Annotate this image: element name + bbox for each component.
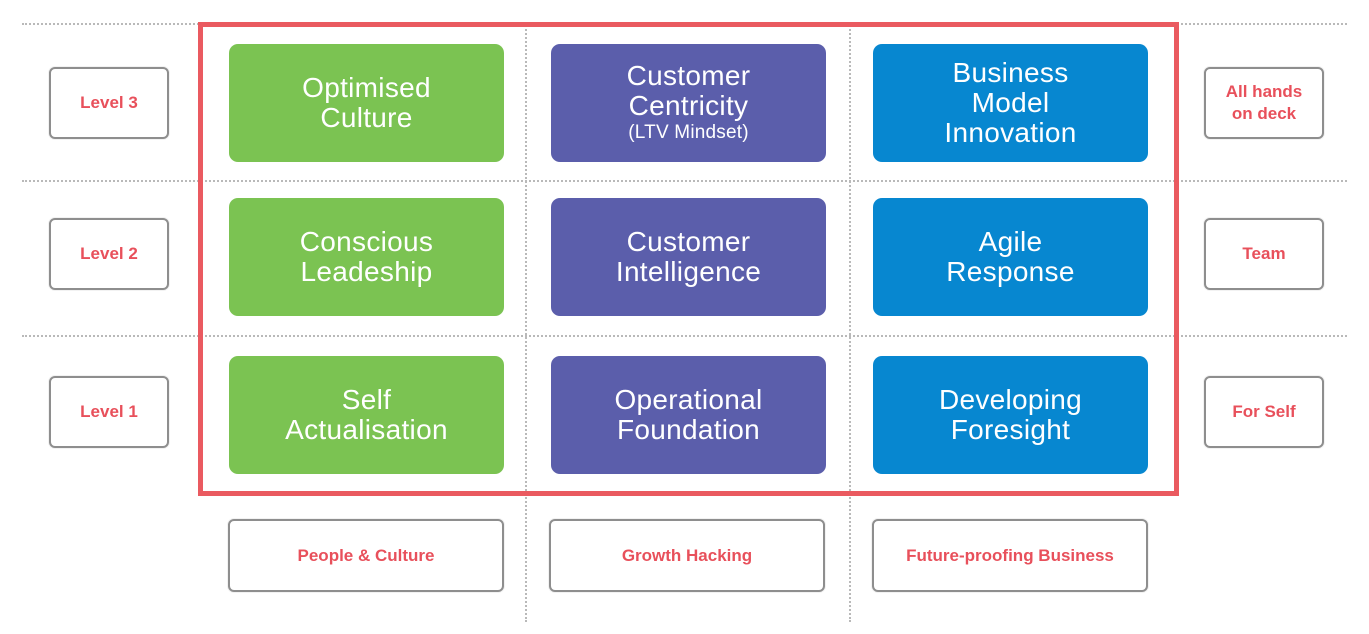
row-divider-2: [22, 335, 1347, 337]
tile-line: Conscious: [299, 226, 434, 257]
tile-operational-foundation: Operational Foundation: [551, 356, 826, 474]
tile-line: Customer: [626, 226, 751, 257]
audience-all-hands-label: All hands on deck: [1204, 67, 1324, 139]
tile-line: Foundation: [616, 414, 761, 445]
tile-line: Centricity: [628, 90, 749, 121]
pillar-future-proofing-label: Future-proofing Business: [872, 519, 1148, 592]
tile-subline: (LTV Mindset): [628, 122, 749, 143]
row-divider-1: [22, 180, 1347, 182]
column-divider-1: [525, 22, 527, 622]
tile-line: Model: [971, 87, 1050, 118]
tile-line: Self: [341, 384, 392, 415]
tile-line: Optimised: [302, 72, 431, 103]
tile-conscious-leadership: Conscious Leadeship: [229, 198, 504, 316]
column-divider-2: [849, 22, 851, 622]
tile-line: Business: [952, 57, 1069, 88]
level-2-label: Level 2: [49, 218, 169, 290]
tile-line: Leadeship: [300, 256, 433, 287]
tile-optimised-culture: Optimised Culture: [229, 44, 504, 162]
tile-line: Culture: [320, 102, 413, 133]
audience-team-label: Team: [1204, 218, 1324, 290]
tile-line: Actualisation: [285, 414, 448, 445]
pillar-growth-hacking-label: Growth Hacking: [549, 519, 825, 592]
level-3-label: Level 3: [49, 67, 169, 139]
matrix-highlight-frame: [198, 22, 1179, 496]
tile-self-actualisation: Self Actualisation: [229, 356, 504, 474]
tile-line: Foresight: [950, 414, 1071, 445]
tile-customer-intelligence: Customer Intelligence: [551, 198, 826, 316]
tile-line: Intelligence: [615, 256, 762, 287]
tile-developing-foresight: Developing Foresight: [873, 356, 1148, 474]
tile-line: Innovation: [944, 117, 1077, 148]
tile-business-model-innovation: Business Model Innovation: [873, 44, 1148, 162]
tile-line: Developing: [938, 384, 1083, 415]
audience-self-label: For Self: [1204, 376, 1324, 448]
pillar-people-culture-label: People & Culture: [228, 519, 504, 592]
tile-line: Response: [946, 256, 1075, 287]
tile-line: Customer: [626, 60, 751, 91]
tile-customer-centricity: Customer Centricity (LTV Mindset): [551, 44, 826, 162]
tile-agile-response: Agile Response: [873, 198, 1148, 316]
tile-line: Operational: [614, 384, 763, 415]
level-1-label: Level 1: [49, 376, 169, 448]
tile-line: Agile: [978, 226, 1043, 257]
